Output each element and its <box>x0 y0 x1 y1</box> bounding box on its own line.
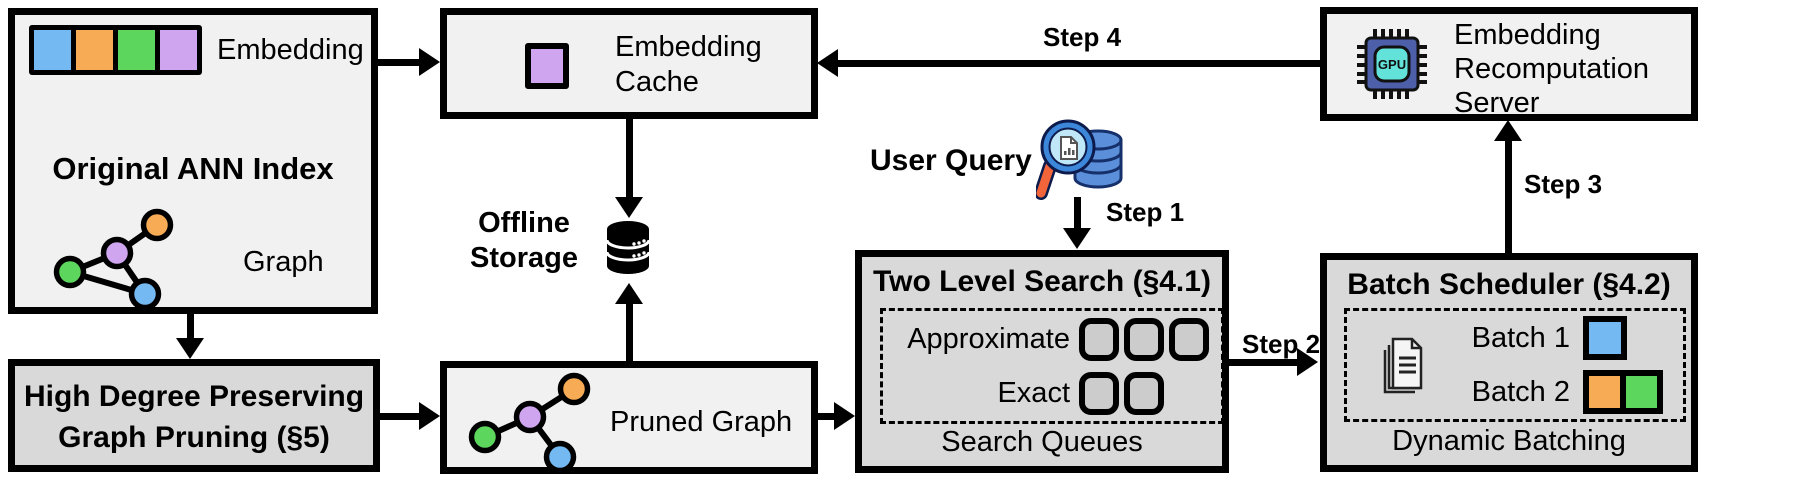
pruning-title-line1: High Degree Preserving <box>23 380 365 413</box>
embedding-cell-green <box>118 30 155 70</box>
embedding-cache-box: Embedding Cache <box>440 8 818 119</box>
cached-embedding-square <box>525 43 569 89</box>
approximate-queue-label: Approximate <box>907 322 1070 355</box>
user-query-label: User Query <box>870 144 1032 177</box>
embedding-label: Embedding <box>217 34 364 66</box>
offline-storage-line1: Offline <box>478 207 570 239</box>
embedding-cell-blue <box>34 30 71 70</box>
server-label-line2: Recomputation <box>1454 53 1650 85</box>
pruning-title-line2: Graph Pruning (§5) <box>58 421 330 454</box>
approximate-queue-slots <box>1079 317 1209 361</box>
gpu-label: GPU <box>1378 57 1406 72</box>
step2-label: Step 2 <box>1242 329 1321 359</box>
batch-scheduler-title: Batch Scheduler (§4.2) <box>1347 268 1671 301</box>
batch2-label: Batch 2 <box>1471 375 1570 408</box>
graph-pruning-box: High Degree Preserving Graph Pruning (§5… <box>8 359 380 472</box>
graph-label: Graph <box>243 246 324 278</box>
search-queues-region: Approximate Exact <box>880 308 1224 424</box>
queue-slot <box>1079 371 1119 415</box>
pruned-graph-icon <box>468 372 591 474</box>
embedding-vector-icon <box>29 25 202 75</box>
batch1-label: Batch 1 <box>1471 321 1570 354</box>
two-level-search-box: Two Level Search (§4.1) Approximate Exac… <box>855 250 1229 473</box>
embedding-cell-orange <box>76 30 113 70</box>
server-label-line1: Embedding <box>1454 19 1601 51</box>
batch1-square-blue <box>1583 316 1627 360</box>
step1-label: Step 1 <box>1106 197 1185 227</box>
server-label-line3: Server <box>1454 87 1540 119</box>
pruned-graph-label: Pruned Graph <box>610 406 793 438</box>
step4-label: Step 4 <box>1043 22 1122 52</box>
exact-queue-slots <box>1079 371 1164 415</box>
database-icon <box>605 221 651 274</box>
exact-queue-label: Exact <box>997 376 1070 409</box>
step3-label: Step 3 <box>1524 169 1603 199</box>
pruned-graph-box: Pruned Graph <box>440 361 818 474</box>
queue-slot <box>1124 317 1164 361</box>
dynamic-batching-label: Dynamic Batching <box>1392 425 1626 457</box>
gpu-chip-icon: GPU <box>1357 29 1427 99</box>
embedding-cell-purple <box>160 30 197 70</box>
queue-slot <box>1124 371 1164 415</box>
dynamic-batching-region: Batch 1 Batch 2 <box>1344 308 1686 422</box>
magnifier-database-icon <box>1036 119 1123 200</box>
original-ann-index-box: Embedding Original ANN Index Graph <box>8 8 378 314</box>
batch-scheduler-box: Batch Scheduler (§4.2) Batch 1 Batch 2 <box>1320 253 1698 472</box>
recomputation-server-box: GPU Embedding Recomputation Server <box>1320 7 1698 121</box>
cache-label-line1: Embedding <box>615 31 762 63</box>
batch2-square-green <box>1620 370 1663 414</box>
queue-slot <box>1079 317 1119 361</box>
offline-storage-line2: Storage <box>470 242 578 274</box>
documents-icon <box>1383 337 1423 394</box>
graph-nodes-icon <box>53 208 174 311</box>
cache-label-line2: Cache <box>615 66 699 98</box>
ann-index-title: Original ANN Index <box>52 151 334 186</box>
search-queues-label: Search Queues <box>941 426 1143 458</box>
two-level-search-title: Two Level Search (§4.1) <box>873 265 1211 298</box>
queue-slot <box>1169 317 1209 361</box>
batch2-squares <box>1583 370 1663 414</box>
